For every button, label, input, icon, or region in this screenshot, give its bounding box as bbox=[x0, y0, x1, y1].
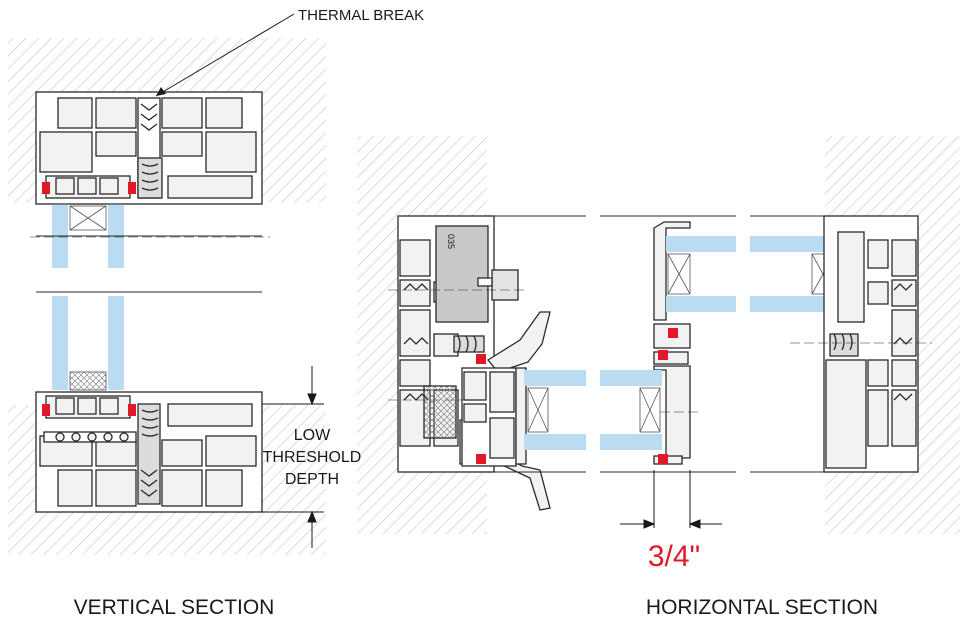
glass-lower-left-a bbox=[524, 370, 586, 386]
vertical-head-frame bbox=[35, 91, 263, 205]
hardware-mark: 035 bbox=[446, 234, 456, 249]
horizontal-frame-lines bbox=[398, 215, 918, 473]
vertical-spacer bbox=[69, 205, 107, 391]
glass-upper-left-a bbox=[666, 236, 736, 252]
threshold-label-line-2: THRESHOLD bbox=[263, 449, 362, 466]
meeting-stile-gaskets bbox=[658, 328, 678, 464]
threshold-label-line-1: LOW bbox=[294, 427, 331, 444]
glass-upper-left-b bbox=[666, 296, 736, 312]
glass-upper-right-b bbox=[750, 296, 838, 312]
glass-upper-right-a bbox=[750, 236, 838, 252]
thermal-break-callout: THERMAL BREAK bbox=[155, 7, 424, 97]
glass-lower-right-b bbox=[600, 434, 662, 450]
horizontal-glass bbox=[524, 236, 838, 450]
vertical-section-title: VERTICAL SECTION bbox=[74, 596, 275, 619]
centre-lines bbox=[388, 289, 932, 413]
horizontal-meeting-stile bbox=[653, 221, 691, 465]
vertical-sill-gaskets bbox=[42, 404, 136, 416]
three-quarter-dimension bbox=[620, 470, 722, 529]
horizontal-sliding-sash bbox=[461, 311, 551, 511]
horizontal-section-title: HORIZONTAL SECTION bbox=[646, 596, 878, 619]
vertical-sill-frame bbox=[35, 391, 263, 513]
glass-lower-left-b bbox=[524, 434, 586, 450]
horizontal-left-gaskets bbox=[476, 354, 486, 464]
dimension-value: 3/4" bbox=[648, 540, 700, 573]
threshold-dimension bbox=[262, 366, 324, 548]
vertical-head-gaskets bbox=[42, 182, 136, 194]
glass-pane-right-lower bbox=[108, 296, 124, 390]
threshold-label-line-3: DEPTH bbox=[285, 471, 339, 488]
horizontal-right-jamb bbox=[823, 215, 919, 473]
vertical-glass bbox=[52, 204, 124, 390]
horizontal-spacers bbox=[527, 253, 835, 433]
glass-pane-left-lower bbox=[52, 296, 68, 390]
lock-body bbox=[435, 225, 489, 323]
thermal-break-label: THERMAL BREAK bbox=[298, 7, 424, 24]
glass-lower-right-a bbox=[600, 370, 662, 386]
